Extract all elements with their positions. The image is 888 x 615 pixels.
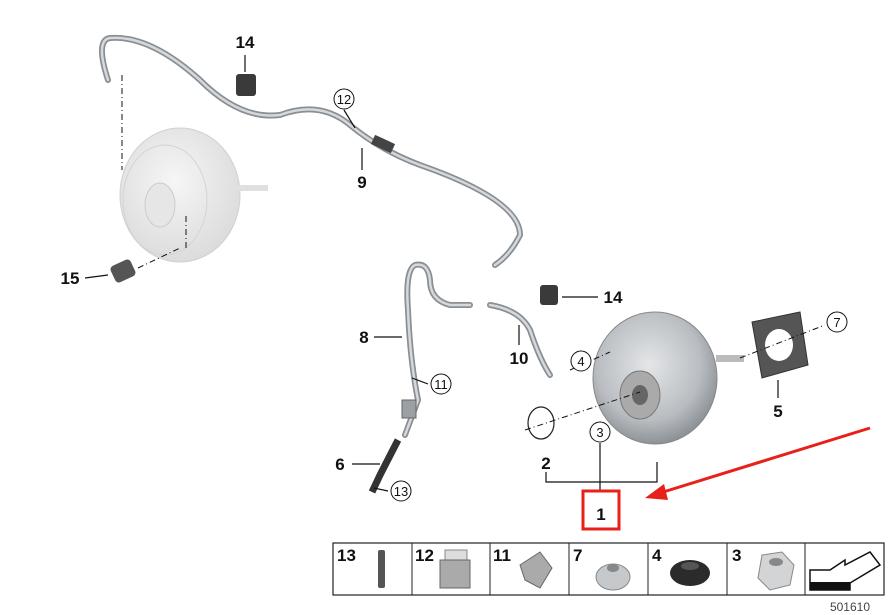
callout-4: 4 [570, 350, 592, 372]
svg-text:12: 12 [337, 92, 351, 107]
flange-nut-icon [595, 563, 631, 591]
vacuum-line-10 [487, 302, 553, 378]
svg-text:2: 2 [541, 454, 550, 473]
svg-text:6: 6 [335, 455, 344, 474]
vacuum-line-9 [99, 34, 524, 268]
callout-3: 3 [589, 421, 611, 443]
part-15-valve [110, 259, 136, 283]
parts-strip: 13 12 11 7 4 3 [332, 542, 885, 596]
svg-text:7: 7 [573, 546, 582, 565]
svg-text:14: 14 [604, 288, 623, 307]
strip-cell-12: 12 [415, 546, 471, 589]
sleeve-icon [378, 550, 385, 588]
svg-text:3: 3 [596, 425, 603, 440]
callout-6: 6 [335, 455, 344, 474]
callout-7: 7 [826, 311, 848, 333]
callout-8: 8 [359, 328, 368, 347]
callout-13: 13 [390, 480, 412, 502]
svg-text:5: 5 [773, 402, 782, 421]
callout-1-highlighted: 1 [581, 489, 621, 531]
svg-text:13: 13 [337, 546, 356, 565]
callout-14: 14 [604, 288, 623, 307]
strip-cell-7: 7 [573, 546, 631, 591]
svg-text:3: 3 [732, 546, 741, 565]
hose-6 [368, 438, 402, 494]
callout-2: 2 [541, 454, 550, 473]
strip-cell-13: 13 [337, 546, 385, 588]
svg-text:1: 1 [596, 505, 605, 524]
svg-text:9: 9 [357, 173, 366, 192]
callout-14: 14 [236, 33, 255, 52]
svg-text:11: 11 [434, 377, 448, 392]
direction-arrow-icon [809, 551, 882, 591]
callout-5: 5 [773, 402, 782, 421]
brake-booster [592, 311, 744, 445]
callout-11: 11 [430, 373, 452, 395]
callout-9: 9 [357, 173, 366, 192]
vacuum-line-8 [401, 261, 473, 438]
pipe-clamp-icon [519, 551, 553, 589]
part-14-grommet [540, 285, 558, 305]
svg-text:4: 4 [577, 354, 584, 369]
svg-text:10: 10 [510, 349, 529, 368]
svg-text:7: 7 [833, 315, 840, 330]
svg-text:15: 15 [61, 269, 80, 288]
leader-lines [84, 55, 826, 492]
red-arrow-icon [645, 426, 871, 500]
diagram-number: 501610 [830, 600, 870, 614]
svg-text:8: 8 [359, 328, 368, 347]
svg-text:4: 4 [652, 546, 662, 565]
svg-text:11: 11 [493, 546, 511, 565]
o-ring-2 [527, 406, 555, 440]
strip-cell-11: 11 [493, 546, 553, 589]
svg-text:12: 12 [415, 546, 434, 565]
gasket-5 [751, 311, 809, 379]
strip-cell-4: 4 [652, 546, 710, 586]
callout-15: 15 [61, 269, 80, 288]
clip-icon [439, 549, 471, 589]
ghost-brake-booster [119, 127, 268, 263]
svg-text:14: 14 [236, 33, 255, 52]
grommet-icon [670, 560, 710, 586]
callout-10: 10 [510, 349, 529, 368]
part-14-grommet [236, 74, 256, 96]
hex-nut-icon [757, 551, 795, 591]
callout-12: 12 [333, 88, 355, 110]
svg-text:13: 13 [394, 484, 408, 499]
strip-cell-3: 3 [732, 546, 795, 591]
